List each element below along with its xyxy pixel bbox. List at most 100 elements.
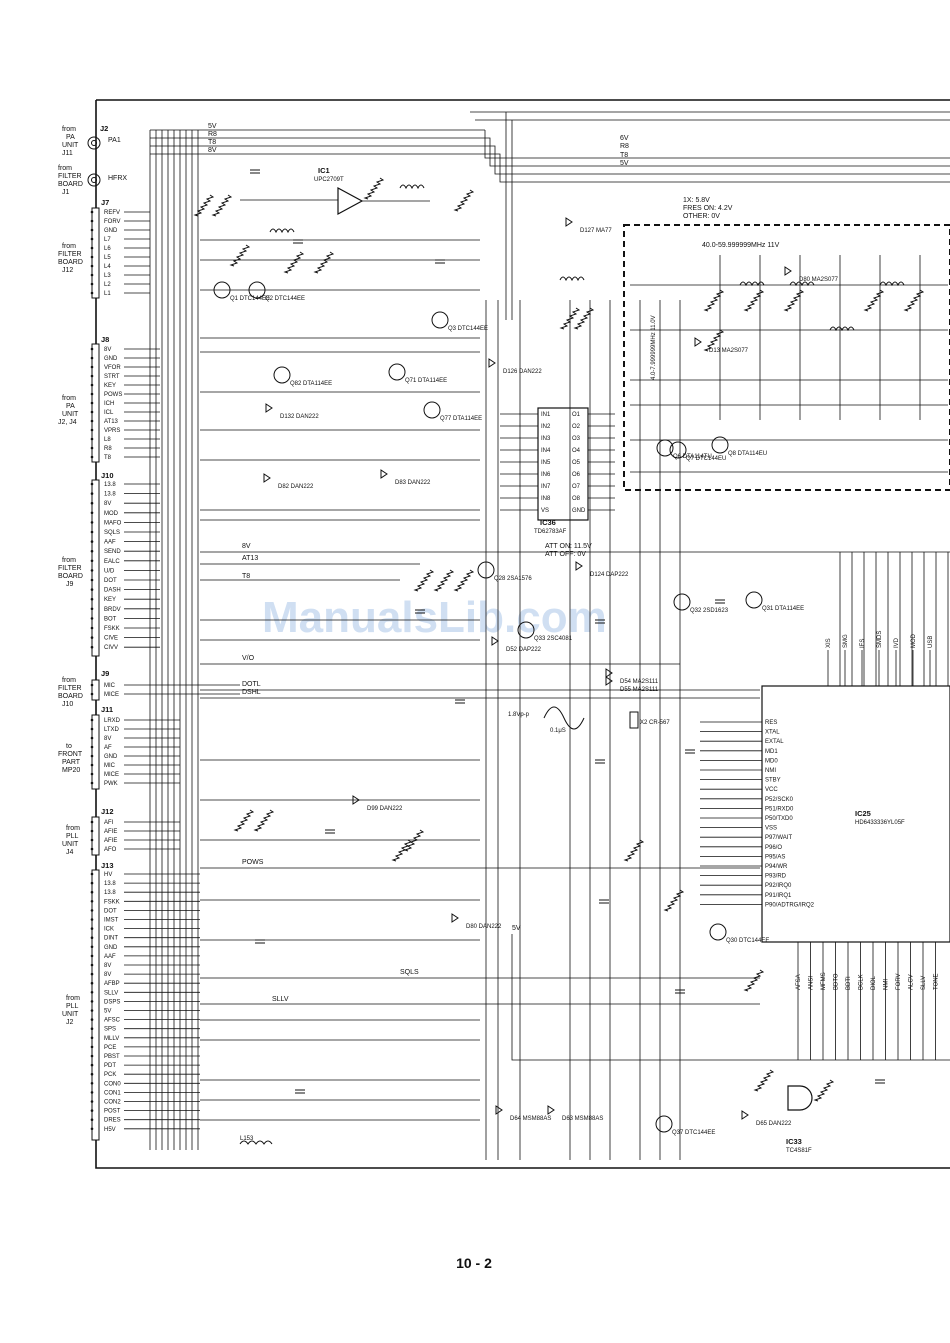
- svg-text:ATT OFF: 0V: ATT OFF: 0V: [545, 551, 586, 558]
- ic25-pin: VSS: [765, 826, 777, 832]
- connector-pin-label: AAF: [104, 540, 116, 546]
- svg-text:from: from: [66, 995, 80, 1002]
- svg-text:SLLV: SLLV: [272, 996, 289, 1003]
- ic25-pin: VCC: [765, 787, 778, 793]
- connector-pin-label: PWK: [104, 781, 118, 787]
- connector-pin-label: EALC: [104, 559, 120, 565]
- svg-text:J10: J10: [62, 701, 73, 708]
- connector-pin-label: CIVV: [104, 645, 118, 651]
- connector-pin-label: H5V: [104, 1127, 116, 1133]
- svg-text:J12: J12: [101, 807, 114, 816]
- connector-pin-label: KEY: [104, 383, 116, 389]
- connector-pin-label: 13.8: [104, 881, 116, 887]
- connector-pin-label: KEY: [104, 597, 116, 603]
- connector-pin-label: L7: [104, 237, 111, 243]
- ic25-pin: P51/RXD0: [765, 806, 794, 812]
- svg-text:from: from: [62, 677, 76, 684]
- connector-pin-label: AFSC: [104, 1018, 121, 1024]
- ic25-pin: P91/IRQ1: [765, 893, 792, 899]
- ic36-pin: IN8: [541, 496, 551, 502]
- svg-text:5V: 5V: [620, 160, 629, 167]
- svg-text:FRES ON: 4.2V: FRES ON: 4.2V: [683, 205, 733, 212]
- connector-pin-label: LRXD: [104, 718, 121, 724]
- ic36-pin: O2: [572, 424, 581, 430]
- ic25-pin: EXTAL: [765, 739, 784, 745]
- connector-pin-label: HV: [104, 872, 112, 878]
- svg-text:HFRX: HFRX: [108, 175, 127, 182]
- svg-text:PA: PA: [66, 403, 75, 410]
- connector-pin-label: STRT: [104, 374, 120, 380]
- ic36-pin: IN6: [541, 472, 551, 478]
- connector-pin-label: L1: [104, 291, 111, 297]
- svg-text:PA1: PA1: [108, 137, 121, 144]
- transistor-label: Q3 DTC144EE: [448, 326, 488, 332]
- connector-pin-label: PBST: [104, 1054, 120, 1060]
- ic36-pin: VS: [541, 508, 549, 514]
- ic36-pin: O6: [572, 472, 581, 478]
- ic25-top-signal: MOD: [911, 633, 917, 648]
- connector-pin-label: DOT: [104, 908, 117, 914]
- connector-pin-label: MOD: [104, 511, 119, 517]
- connector-pin-label: DINT: [104, 936, 118, 942]
- diode-label: D52 DAP222: [506, 647, 542, 653]
- svg-text:J9: J9: [66, 581, 74, 588]
- connector-pin-label: ICH: [104, 401, 114, 407]
- ic25-bottom-signal: ANSI: [809, 976, 815, 990]
- ic36-pin: IN3: [541, 436, 551, 442]
- ic25-pin: MD0: [765, 758, 778, 764]
- connector-pin-label: L3: [104, 273, 111, 279]
- ic25-pin: P93/RD: [765, 874, 787, 880]
- ic36-pin: O3: [572, 436, 581, 442]
- top-rails: 5V R8 T8 8V 6V R8 T8 5V: [150, 111, 950, 320]
- connector-pin-label: MAFO: [104, 520, 122, 526]
- svg-text:FILTER: FILTER: [58, 251, 82, 258]
- svg-text:J1: J1: [62, 189, 70, 196]
- connector-pin-label: BOT: [104, 616, 117, 622]
- svg-text:DSHL: DSHL: [242, 689, 261, 696]
- connector-pin-label: GND: [104, 228, 118, 234]
- connector-j11: J11 to FRONT PART MP20 LRXDLTXD8VAFGNDMI…: [58, 705, 180, 790]
- connector-pin-label: L2: [104, 282, 111, 288]
- connector-pin-label: AAF: [104, 954, 116, 960]
- connector-pin-label: MIC: [104, 683, 116, 689]
- svg-text:BOARD: BOARD: [58, 573, 83, 580]
- ic25-bottom-signal: BDTI: [846, 976, 852, 990]
- connector-pin-label: IMST: [104, 918, 119, 924]
- crystal-x2: X2 CR-567: [629, 711, 670, 729]
- svg-text:6V: 6V: [620, 135, 629, 142]
- svg-text:PA: PA: [66, 134, 75, 141]
- svg-text:UNIT: UNIT: [62, 1011, 79, 1018]
- svg-text:UNIT: UNIT: [62, 841, 79, 848]
- ic25-pin: P52/SCK0: [765, 797, 794, 803]
- connector-pin-label: FSKK: [104, 899, 120, 905]
- svg-text:J8: J8: [101, 335, 109, 344]
- svg-text:J4: J4: [66, 849, 74, 856]
- svg-text:from: from: [66, 825, 80, 832]
- ic25-bottom-signal: BCLK: [859, 974, 865, 990]
- connector-pin-label: MIC: [104, 763, 116, 769]
- transistor-label: Q32 2SD1623: [690, 608, 729, 614]
- svg-text:OTHER: 0V: OTHER: 0V: [683, 213, 720, 220]
- svg-text:TC4S81F: TC4S81F: [786, 1148, 812, 1154]
- diode-label: D55 MA2S111: [620, 687, 659, 693]
- svg-text:AT13: AT13: [242, 555, 258, 562]
- svg-text:FILTER: FILTER: [58, 565, 82, 572]
- connector-pin-label: CON2: [104, 1100, 121, 1106]
- connector-pin-label: 8V: [104, 972, 111, 978]
- svg-text:FILTER: FILTER: [58, 173, 82, 180]
- connector-pin-label: GND: [104, 754, 118, 760]
- ic25-bottom-signal: MFMS: [821, 972, 827, 990]
- ic25-pin: MD1: [765, 749, 778, 755]
- svg-text:SQLS: SQLS: [400, 969, 419, 976]
- svg-text:BOARD: BOARD: [58, 181, 83, 188]
- svg-text:J2: J2: [100, 124, 108, 133]
- connector-pin-label: GND: [104, 356, 118, 362]
- connector-pin-label: SLLV: [104, 990, 118, 996]
- connector-pin-label: DOT: [104, 578, 117, 584]
- svg-text:L153: L153: [240, 1136, 254, 1142]
- svg-text:J10: J10: [101, 471, 114, 480]
- svg-text:1.8Vp-p: 1.8Vp-p: [508, 712, 530, 718]
